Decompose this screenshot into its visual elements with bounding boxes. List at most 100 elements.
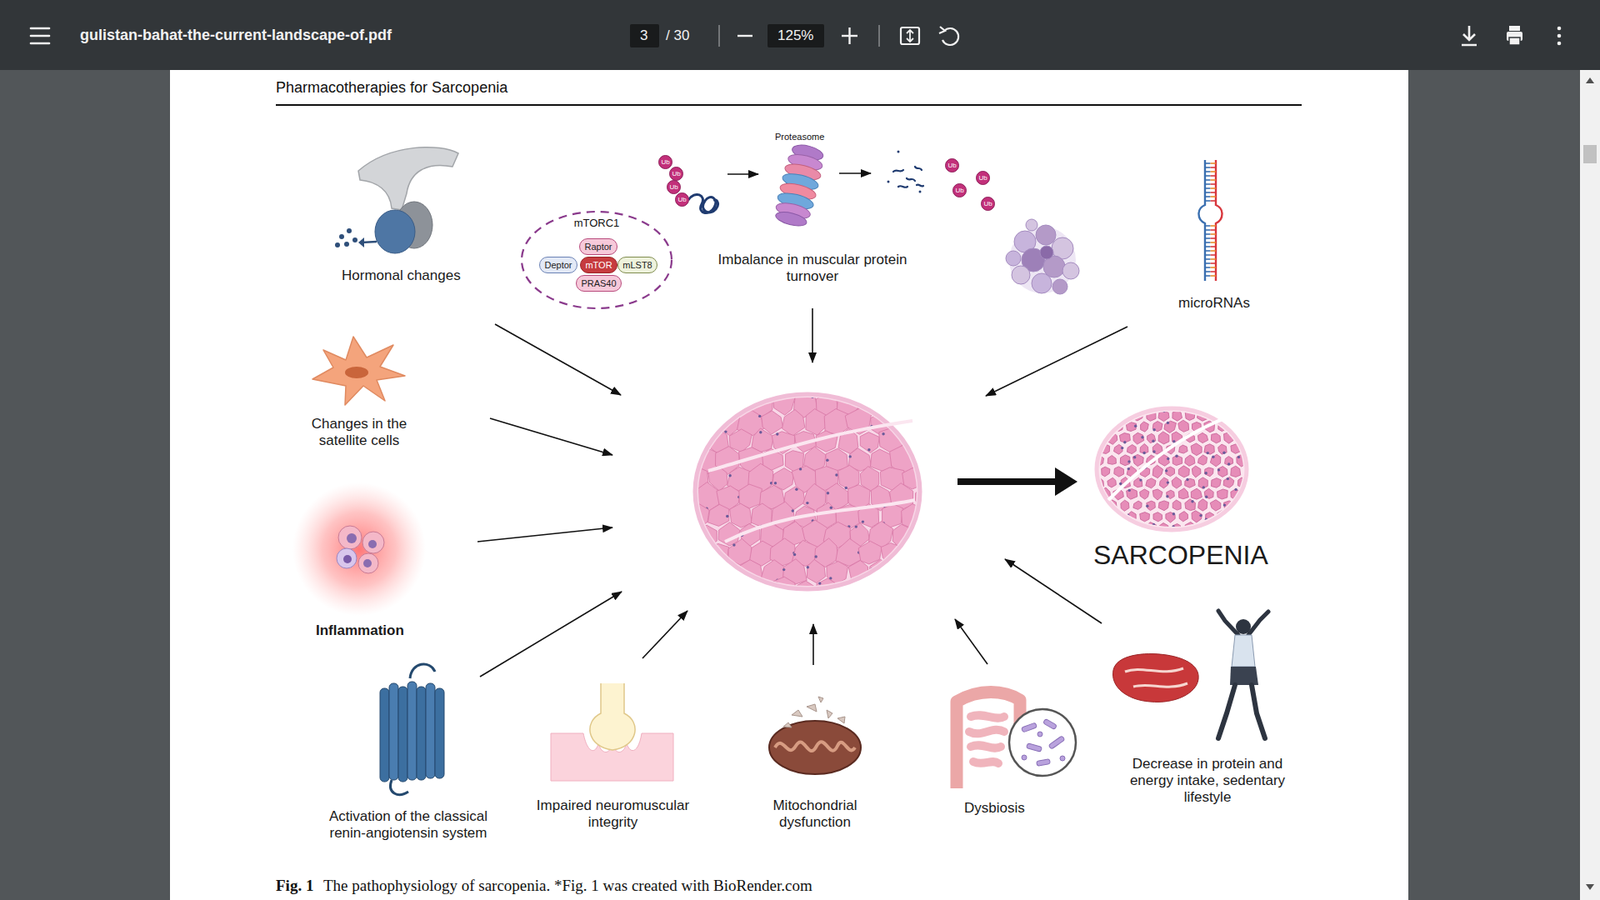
muscle-fibre: [727, 390, 754, 416]
nucleus-dot: [793, 553, 796, 556]
atrophic-fibre: [1218, 444, 1227, 455]
atrophic-fibre: [1178, 420, 1190, 432]
mitochondrion-icon: [783, 722, 792, 728]
nucleus-dot: [910, 535, 913, 539]
factor-label: Activation of the classical renin-angiot…: [311, 808, 505, 842]
nucleus-dot: [1206, 451, 1210, 455]
nucleus-dot: [774, 481, 777, 485]
atrophic-fibre: [1158, 431, 1170, 445]
nucleus-dot: [849, 455, 852, 458]
factor-label: Impaired neuromuscular integrity: [527, 797, 699, 831]
muscle-fibre: [738, 560, 763, 588]
atrophic-fibre: [1094, 455, 1104, 467]
atrophic-fibre: [1210, 433, 1220, 444]
base-pair: [1210, 250, 1217, 252]
receptor-icon: [389, 683, 399, 780]
nucleus-dot: [1222, 451, 1225, 455]
receptor-icon: [425, 683, 435, 779]
protein-degradation-icons: [915, 166, 922, 170]
progression-arrow: [957, 467, 1078, 496]
factor-label: Imbalance in muscular protein turnover: [703, 251, 922, 285]
base-pair: [1205, 237, 1211, 240]
healthy-muscle-icon: [695, 394, 920, 590]
protein-degradation-icons: [771, 141, 827, 230]
nucleus-dot: [806, 565, 810, 569]
progression-arrow: [957, 478, 1059, 485]
nucleus-dot: [1127, 460, 1130, 463]
nucleus-dot: [1152, 523, 1155, 526]
nucleus-dot: [735, 574, 739, 577]
neuromuscular-junction-icon: [590, 683, 635, 750]
nucleus-dot: [1185, 478, 1189, 481]
base-pair: [1210, 275, 1217, 277]
toolbar: [30, 28, 50, 44]
atrophic-fibre: [1133, 523, 1143, 533]
icon-label: Proteasome: [775, 131, 825, 143]
protein-degradation-icons: [727, 173, 759, 175]
nucleus-dot: [1217, 468, 1220, 471]
base-pair: [1210, 195, 1217, 198]
atrophic-fibre: [1106, 432, 1118, 445]
base-pair: [1205, 200, 1211, 202]
atrophic-fibre: [1179, 511, 1188, 522]
nucleus-dot: [855, 525, 858, 528]
gut-microbiota-icon: [956, 692, 1076, 790]
node-text: PRAS40: [580, 279, 616, 289]
ubiquitin-circle: Ub: [980, 196, 995, 211]
base-pair: [1210, 237, 1217, 240]
muscle-fibre: [706, 543, 730, 565]
factor-arrows: [955, 619, 988, 665]
atrophic-fibre: [1145, 522, 1156, 534]
toolbar: [1557, 34, 1562, 39]
nucleus-dot: [1237, 455, 1240, 459]
lifestyle-icon: [1112, 610, 1269, 739]
atrophic-fibre: [1140, 421, 1150, 432]
factor-arrows: [495, 324, 621, 395]
nucleus-dot: [1190, 500, 1194, 503]
toolbar: [906, 30, 914, 42]
gut-microbiota-icon: [969, 715, 1005, 764]
atrophic-fibre: [1166, 490, 1175, 499]
base-pair: [1205, 187, 1211, 190]
atrophic-fibre: [1164, 420, 1176, 433]
atrophic-fibre: [1153, 512, 1163, 522]
base-pair: [1205, 241, 1211, 244]
factor-arrows: [812, 624, 815, 665]
nucleus-dot: [1205, 471, 1208, 475]
atrophic-fibre: [1172, 410, 1183, 421]
nucleus-dot: [775, 432, 779, 435]
atrophic-fibre: [1126, 489, 1138, 500]
gut-microbiota-icon: [1037, 731, 1043, 737]
node-text: mLST8: [622, 260, 652, 270]
muscle-fibre: [697, 525, 718, 546]
base-pair: [1210, 225, 1217, 227]
pituitary-icon: [358, 237, 365, 248]
toolbar: [1509, 37, 1520, 45]
muscle-fibre: [770, 576, 795, 606]
base-pair: [1205, 229, 1211, 231]
muscle-fibre: [795, 580, 815, 601]
inflammation-icon: [338, 525, 362, 550]
base-pair: [1205, 245, 1211, 248]
nucleus-dot: [714, 544, 717, 547]
base-pair: [1210, 170, 1217, 173]
protein-degradation-icons: [906, 178, 915, 181]
healthy-muscle-icon: [708, 420, 915, 542]
nucleus-dot: [810, 395, 814, 399]
node-text: Raptor: [584, 242, 612, 252]
nucleus-dot: [701, 522, 705, 525]
atrophic-fibre: [1114, 466, 1125, 477]
nucleus-dot: [706, 448, 710, 451]
ubiquitin-circle: Ub: [975, 170, 990, 185]
nucleus-dot: [870, 567, 874, 570]
lifestyle-icon: [1125, 668, 1188, 687]
ubiquitin-circle: Ub: [658, 155, 673, 170]
muscle-fibre: [814, 578, 840, 603]
atrophic-fibre: [1158, 523, 1170, 534]
factor-arrows: [490, 418, 613, 455]
mitochondrion-icon: [806, 704, 817, 712]
toolbar: [30, 35, 50, 38]
receptor-icon: [380, 688, 390, 782]
pituitary-icon: [339, 234, 345, 240]
lifestyle-icon: [1218, 685, 1265, 739]
